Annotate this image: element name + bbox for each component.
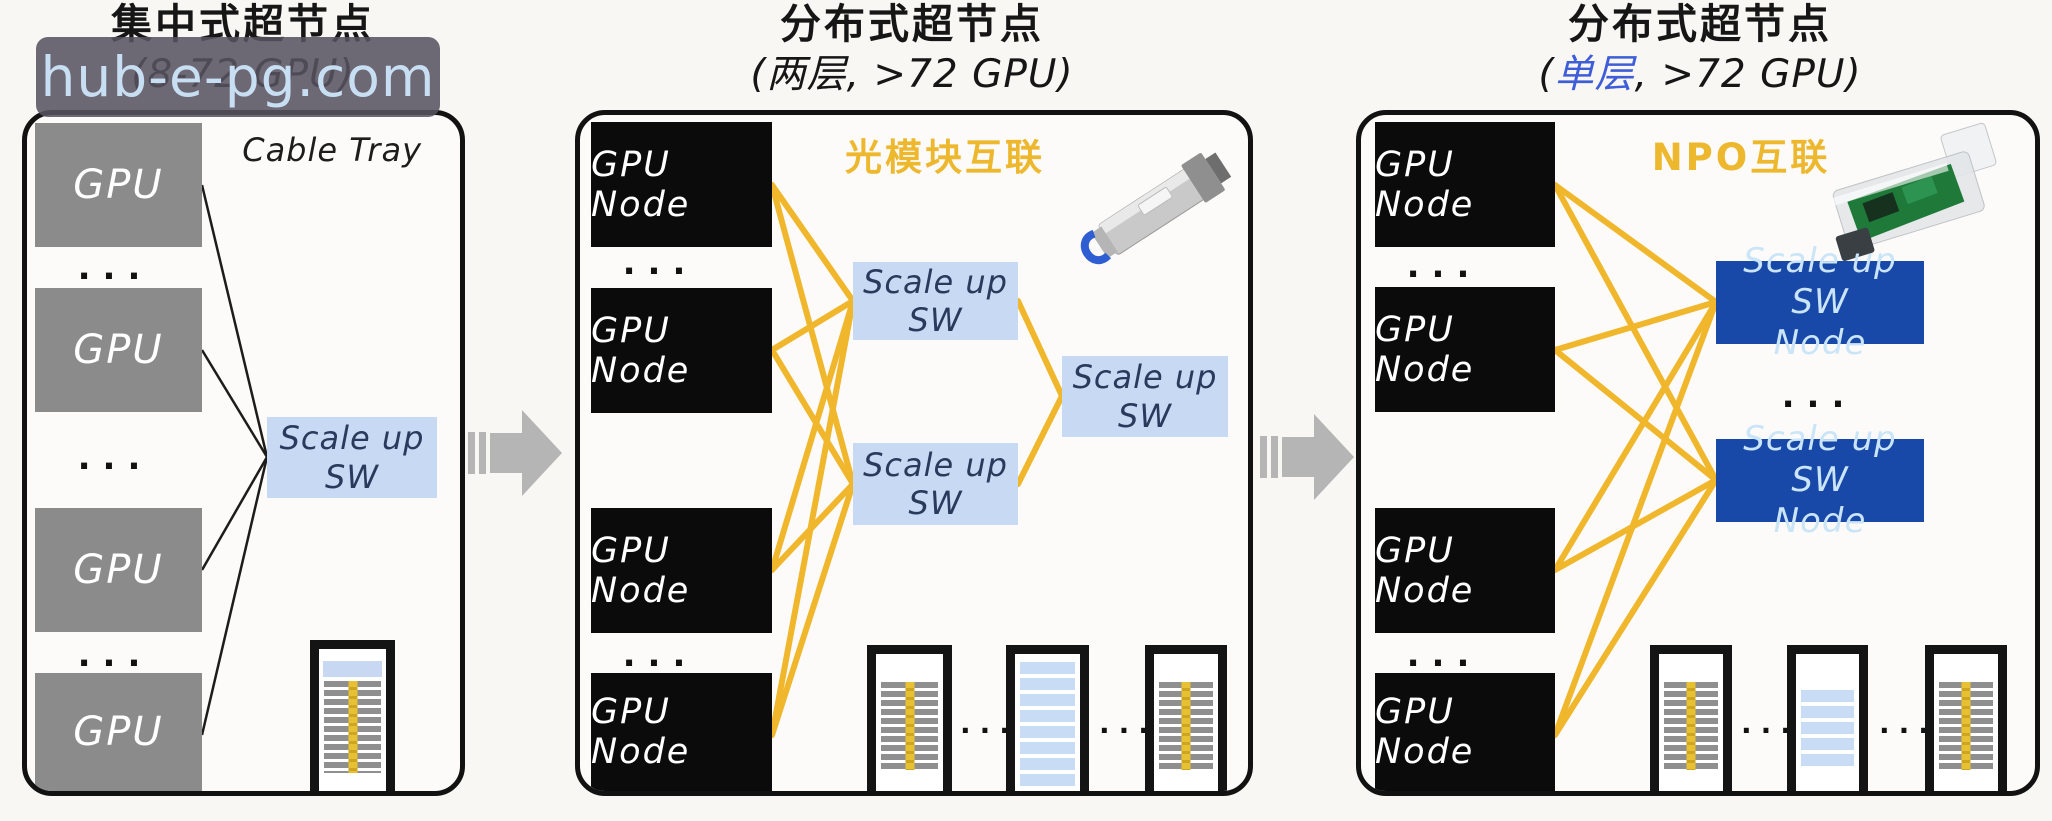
ellipsis: ... [1741, 707, 1800, 740]
right-title-text: 分布式超节点 [1568, 0, 1832, 48]
gpu-node-box-3: GPU Node [1375, 508, 1555, 633]
gpu-node-box-2: GPU Node [1375, 287, 1555, 412]
distributed-single-tier-panel: NPO互联 GPU Node ... GPU Node GPU Node ...… [1356, 110, 2040, 796]
gpu-node-box-4: GPU Node [591, 673, 772, 791]
optical-interconnect-label: 光模块互联 [845, 136, 1045, 179]
right-panel-title: 分布式超节点 (单层, >72 GPU) [1480, 0, 1920, 98]
centralized-supernode-panel: Cable Tray GPU ... GPU ... GPU ... GPU S… [22, 110, 465, 796]
watermark-overlay: hub-e-pg.com [36, 37, 440, 117]
gpu-box-2: GPU [35, 288, 202, 412]
gpu-node-box-2: GPU Node [591, 288, 772, 413]
switch-rack [1006, 645, 1089, 791]
ellipsis: ... [1781, 376, 1857, 416]
server-rack [310, 640, 395, 791]
ellipsis: ... [77, 635, 153, 675]
watermark-text: hub-e-pg.com [40, 45, 436, 109]
rack-header-band [323, 661, 382, 677]
rack-cable-stripe [905, 682, 914, 770]
ellipsis: ... [1879, 707, 1938, 740]
middle-title-text: 分布式超节点 [780, 0, 1044, 48]
optical-module-image [1080, 152, 1232, 265]
right-subtitle-text: (单层, >72 GPU) [1538, 52, 1862, 98]
gpu-box-4: GPU [35, 673, 202, 791]
gpu-node-box-3: GPU Node [591, 508, 772, 633]
server-rack [867, 645, 952, 791]
switch-rack [1787, 645, 1868, 791]
npo-wire-lines [1552, 182, 1719, 738]
rack-slats-blue [1020, 662, 1075, 786]
npo-interconnect-label: NPO互联 [1651, 136, 1831, 179]
rack-cable-stripe [1686, 682, 1696, 770]
stage-arrow-icon [1260, 414, 1354, 500]
gpu-box-3: GPU [35, 508, 202, 632]
middle-subtitle-text: (两层, >72 GPU) [750, 52, 1074, 98]
npo-module-image [1831, 122, 1997, 262]
gpu-box-1: GPU [35, 123, 202, 247]
rack-slats [1664, 682, 1718, 770]
middle-panel-title: 分布式超节点 (两层, >72 GPU) [692, 0, 1132, 98]
ellipsis: ... [960, 707, 1019, 740]
ellipsis: ... [1406, 635, 1482, 675]
rack-slats [881, 682, 938, 770]
ellipsis: ... [622, 243, 698, 283]
rack-slats [324, 681, 381, 773]
distributed-two-tier-panel: 光模块互联 GPU Node ... GPU Node GPU Node ...… [575, 110, 1253, 796]
rack-slats [1159, 682, 1213, 770]
stage-arrow-icon [468, 410, 562, 496]
rack-cable-stripe [1961, 682, 1971, 770]
server-rack [1145, 645, 1227, 791]
gpu-node-box-1: GPU Node [591, 122, 772, 247]
ellipsis: ... [1406, 246, 1482, 286]
rack-slats [1939, 682, 1993, 770]
gpu-node-box-1: GPU Node [1375, 122, 1555, 247]
optical-fiber-lines [769, 182, 1065, 738]
copper-wire-lines [200, 184, 269, 736]
subtitle-highlight: 单层 [1554, 52, 1635, 98]
ellipsis: ... [622, 635, 698, 675]
rack-cable-stripe [348, 681, 357, 773]
rack-cable-stripe [1181, 682, 1191, 770]
server-rack [1925, 645, 2007, 791]
ellipsis: ... [1099, 707, 1158, 740]
rack-slats-blue [1801, 690, 1854, 770]
gpu-node-box-4: GPU Node [1375, 673, 1555, 791]
ellipsis: ... [77, 248, 153, 288]
ellipsis: ... [77, 438, 153, 478]
server-rack [1650, 645, 1732, 791]
cable-tray-label: Cable Tray [242, 131, 422, 169]
